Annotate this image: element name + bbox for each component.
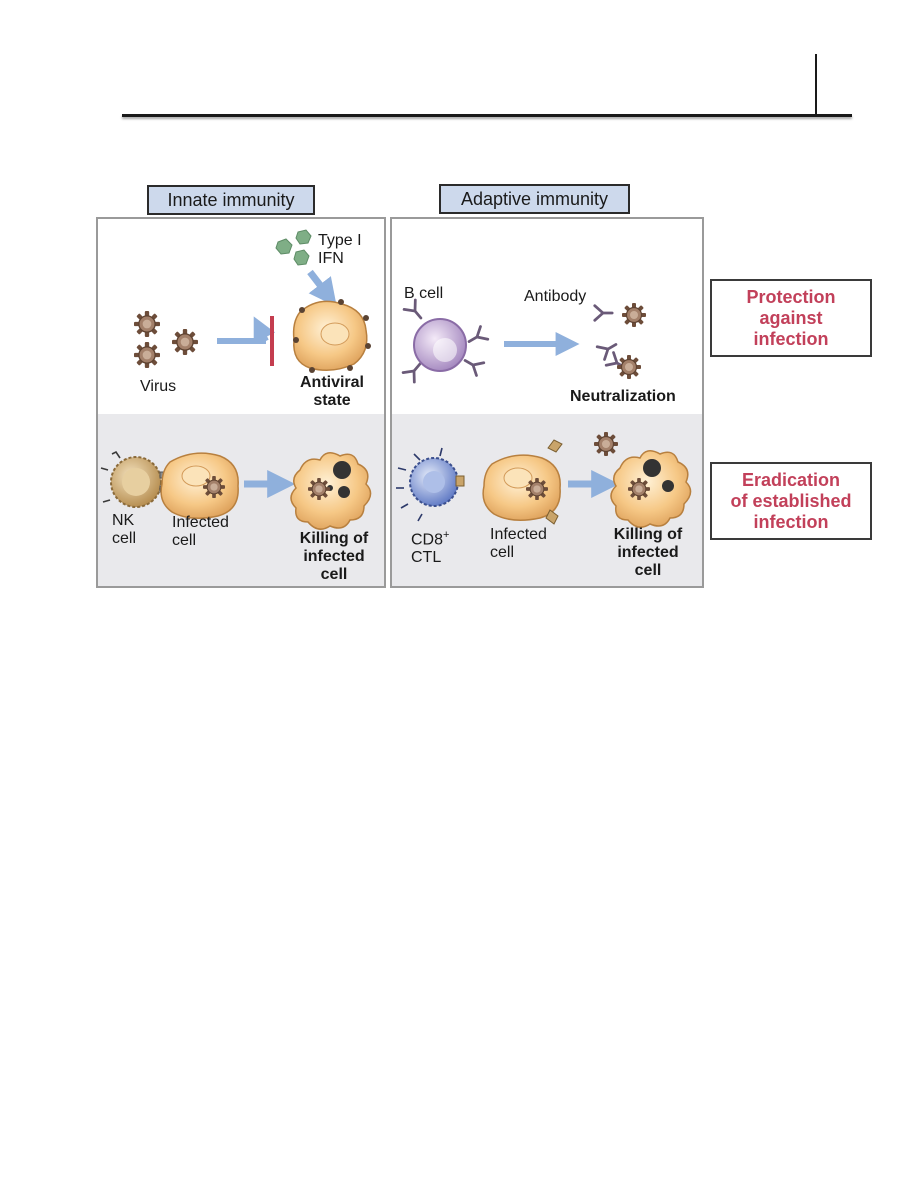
- protection-outcome-box: Protection against infection: [710, 279, 872, 357]
- killed-cell-icon: [290, 452, 372, 530]
- nk-cell-icon: [100, 450, 167, 508]
- adaptive-killing-label: Killing of infected cell: [613, 526, 683, 579]
- virus-label: Virus: [140, 378, 177, 395]
- adaptive-infected-cell-label: Infected cell: [490, 526, 547, 561]
- antibody-label: Antibody: [524, 288, 587, 305]
- ifn-molecule-icon: [275, 229, 312, 266]
- ctl-cell-icon: [396, 447, 465, 522]
- antiviral-state-label: Antiviral state: [299, 374, 364, 409]
- nk-cell-label: NK cell: [112, 512, 137, 547]
- header-horizontal-rule: [122, 114, 852, 117]
- neutralized-virus-icon: [593, 303, 646, 379]
- b-cell-label: B cell: [404, 285, 444, 302]
- eradication-outcome-box: Eradication of established infection: [710, 462, 872, 540]
- inhibition-bar-icon: [270, 316, 274, 366]
- infected-cell-label: Infected cell: [172, 514, 229, 549]
- adaptive-killed-cell-icon: [594, 432, 692, 528]
- b-cell-icon: [401, 298, 490, 384]
- header-vertical-rule: [815, 54, 817, 116]
- virus-icon: [134, 311, 198, 368]
- ifn-arrow: [307, 269, 337, 307]
- ctl-label: CD8+ CTL: [411, 529, 450, 567]
- adaptive-infected-cell-icon: [482, 439, 563, 525]
- infected-cell-icon: [160, 452, 239, 519]
- adaptive-header: Adaptive immunity: [439, 184, 630, 214]
- ifn-label: Type I IFN: [318, 232, 362, 267]
- neutralization-label: Neutralization: [570, 388, 676, 405]
- innate-header: Innate immunity: [147, 185, 315, 215]
- antiviral-cell-icon: [292, 299, 371, 373]
- innate-killing-label: Killing of infected cell: [299, 530, 369, 583]
